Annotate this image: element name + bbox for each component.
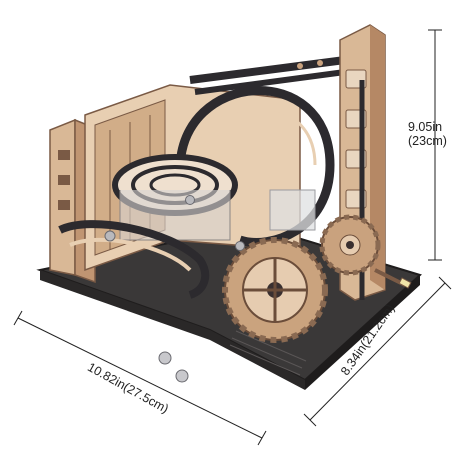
small-gear bbox=[319, 214, 381, 276]
height-label: 9.05in (23cm) bbox=[408, 120, 447, 149]
loose-steel-balls bbox=[158, 351, 189, 383]
top-rail bbox=[189, 56, 346, 95]
steel-balls-on-track bbox=[104, 195, 245, 251]
crank-handle bbox=[374, 268, 412, 289]
clear-bucket bbox=[269, 189, 316, 231]
depth-dimension-line bbox=[303, 276, 452, 427]
large-gear bbox=[222, 237, 328, 343]
spiral-bowl bbox=[112, 154, 238, 241]
width-dimension-line bbox=[13, 310, 267, 446]
loop-track bbox=[175, 86, 335, 247]
height-value: 9.05in bbox=[408, 120, 443, 134]
height-metric: (23cm) bbox=[408, 134, 447, 149]
front-track bbox=[58, 220, 210, 299]
height-dimension-line bbox=[428, 29, 442, 261]
